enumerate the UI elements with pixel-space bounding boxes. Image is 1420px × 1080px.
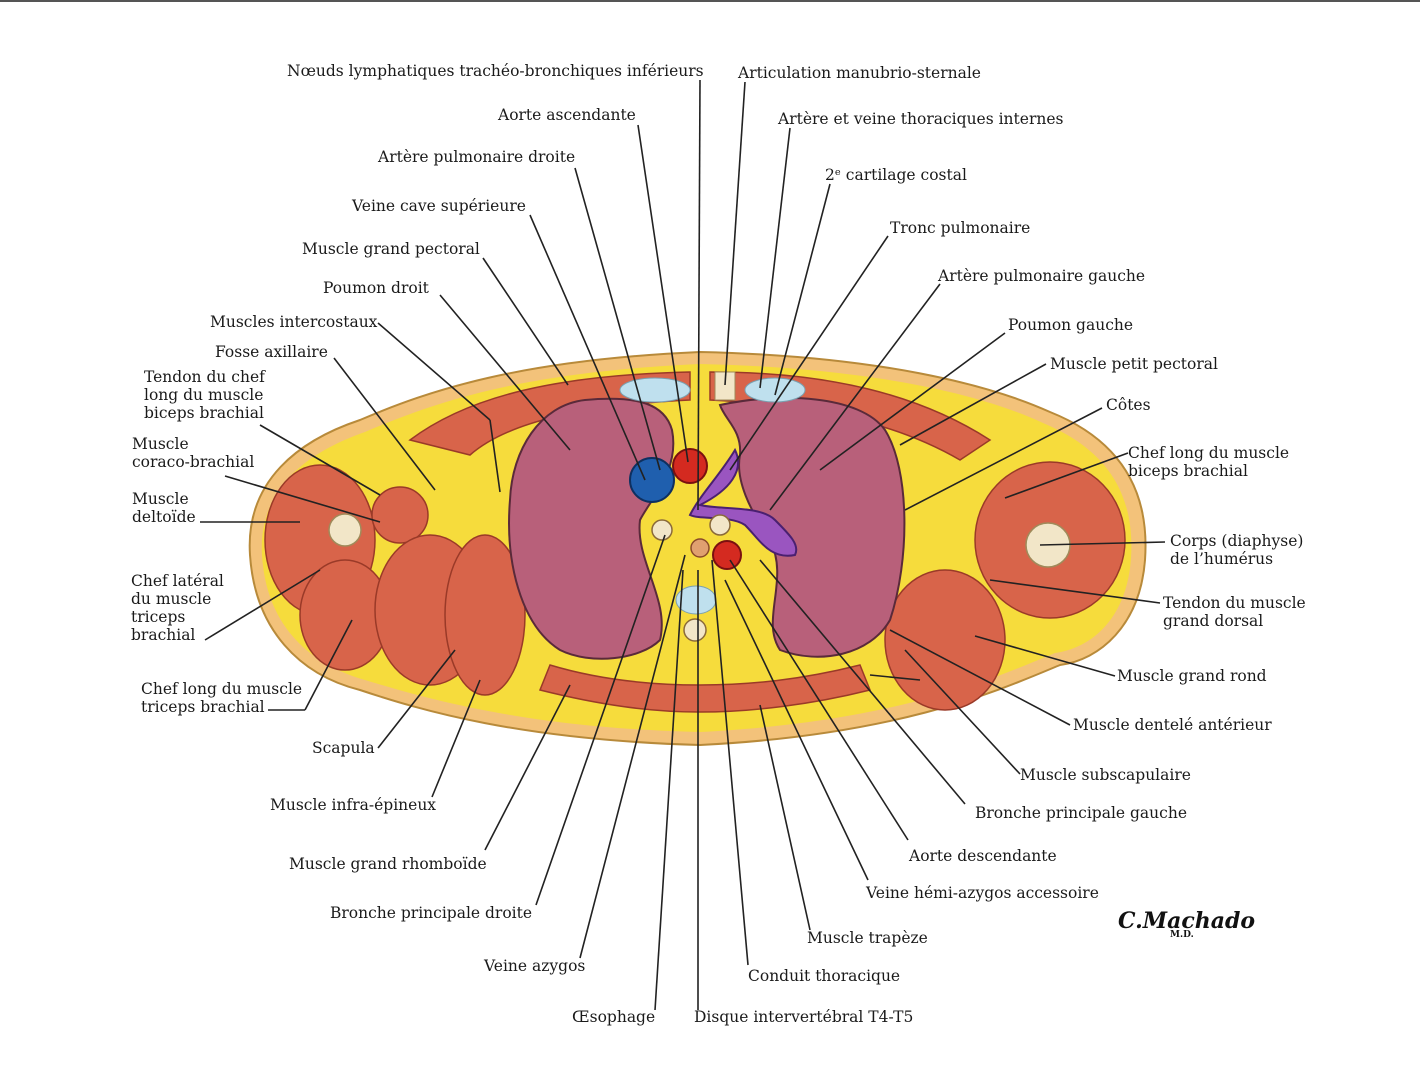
left-humerus xyxy=(328,513,362,547)
label-tendon-biceps: Tendon du chef long du muscle biceps bra… xyxy=(144,368,265,422)
label-poumon-droit: Poumon droit xyxy=(323,279,429,297)
ascending-aorta xyxy=(672,448,708,484)
superior-vena-cava xyxy=(629,457,675,503)
label-hemi-azygos: Veine hémi-azygos accessoire xyxy=(866,884,1099,902)
label-veine-azygos: Veine azygos xyxy=(484,957,586,975)
label-grand-rhomboide: Muscle grand rhomboïde xyxy=(289,855,487,873)
label-conduit-thoracique: Conduit thoracique xyxy=(748,967,901,985)
signature-name: C.Machado xyxy=(1118,908,1256,934)
label-artere-pulmonaire-gauche: Artère pulmonaire gauche xyxy=(938,267,1146,285)
artist-signature: C.Machado M.D. xyxy=(1118,908,1255,940)
left-lung xyxy=(718,396,906,658)
manubrium xyxy=(714,371,736,401)
label-aorte-ascendante: Aorte ascendante xyxy=(498,106,636,124)
label-aorte-descendante: Aorte descendante xyxy=(909,847,1057,865)
label-scapula: Scapula xyxy=(312,739,375,757)
label-artere-pulmonaire-droite: Artère pulmonaire droite xyxy=(378,148,576,166)
label-poumon-gauche: Poumon gauche xyxy=(1008,316,1134,334)
label-noeuds-lymphatiques: Nœuds lymphatiques trachéo-bronchiques i… xyxy=(287,62,704,80)
label-oesophage: Œsophage xyxy=(572,1008,656,1026)
label-humerus: Corps (diaphyse) de l’humérus xyxy=(1170,532,1304,568)
label-fosse-axillaire: Fosse axillaire xyxy=(215,343,328,361)
descending-aorta xyxy=(712,540,742,570)
label-articulation-manubrio-sternale: Articulation manubrio-sternale xyxy=(738,64,981,82)
label-petit-pectoral: Muscle petit pectoral xyxy=(1050,355,1218,373)
label-artere-veine-thoraciques: Artère et veine thoraciques internes xyxy=(778,110,1064,128)
back-muscles xyxy=(538,664,872,713)
label-trapeze: Muscle trapèze xyxy=(807,929,928,947)
label-infra-epineux: Muscle infra-épineux xyxy=(270,796,437,814)
label-grand-pectoral: Muscle grand pectoral xyxy=(302,240,480,258)
spinal-canal xyxy=(683,618,707,642)
label-muscles-intercostaux: Muscles intercostaux xyxy=(210,313,378,331)
label-chef-long-triceps: Chef long du muscle triceps brachial xyxy=(141,680,303,716)
label-chef-long-biceps: Chef long du muscle biceps brachial xyxy=(1128,444,1290,480)
label-bronche-principale-gauche: Bronche principale gauche xyxy=(975,804,1187,822)
label-cartilage-costal: 2ᵉ cartilage costal xyxy=(825,166,967,184)
label-bronche-principale-droite: Bronche principale droite xyxy=(330,904,533,922)
top-border xyxy=(0,0,1420,2)
signature-suffix: M.D. xyxy=(1170,930,1194,940)
sternum-cartilage-left xyxy=(619,377,691,403)
sternum-cartilage-right xyxy=(744,377,806,403)
label-grand-rond: Muscle grand rond xyxy=(1117,667,1267,685)
label-deltoide: Muscle deltoïde xyxy=(132,490,196,526)
label-dentele-anterieur: Muscle dentelé antérieur xyxy=(1073,716,1272,734)
label-disque-intervertebral: Disque intervertébral T4-T5 xyxy=(694,1008,914,1026)
label-veine-cave-superieure: Veine cave supérieure xyxy=(352,197,526,215)
label-tronc-pulmonaire: Tronc pulmonaire xyxy=(890,219,1031,237)
label-chef-lateral-triceps: Chef latéral du muscle triceps brachial xyxy=(131,572,224,644)
right-lung xyxy=(508,397,675,660)
left-infraspinatus xyxy=(444,534,526,696)
label-subscapulaire: Muscle subscapulaire xyxy=(1020,766,1191,784)
left-bronchus xyxy=(709,514,731,536)
left-coraco-brachial xyxy=(371,486,429,544)
esophagus xyxy=(690,538,710,558)
label-cotes: Côtes xyxy=(1106,396,1151,414)
label-coraco-brachial: Muscle coraco-brachial xyxy=(132,435,255,471)
pulmonary-trunk xyxy=(688,447,798,557)
leader-lines xyxy=(200,79,1166,1011)
label-tendon-grand-dorsal: Tendon du muscle grand dorsal xyxy=(1163,594,1306,630)
right-bronchus xyxy=(651,519,673,541)
